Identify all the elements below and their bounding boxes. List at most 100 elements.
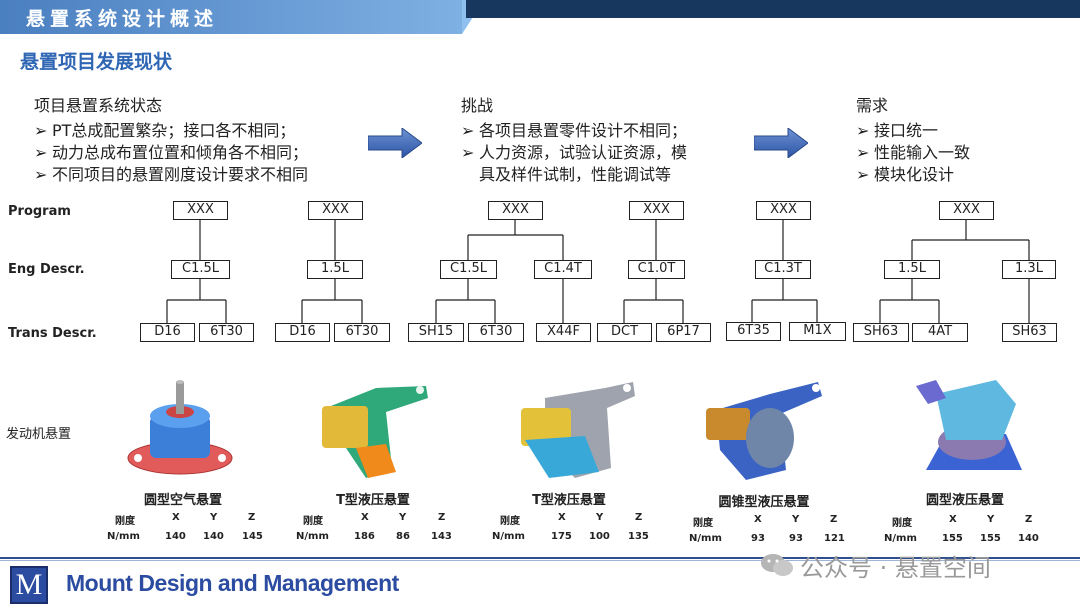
bullet-arrow-icon: ➢	[856, 165, 870, 184]
stiffness-value: 155	[980, 533, 1001, 544]
footer-title: Mount Design and Management	[66, 570, 399, 596]
challenge-bullets: ➢各项目悬置零件设计不相同； ➢人力资源，试验认证资源，模 具及样件试制，性能调…	[461, 120, 687, 186]
watermark-text: 公众号 · 悬置空间	[800, 554, 991, 582]
trans-box: D16	[275, 323, 330, 342]
stiffness-value: 175	[551, 531, 572, 542]
axis-label: X	[558, 512, 566, 523]
axis-label: Z	[635, 512, 643, 523]
unit-label: N/mm	[689, 533, 722, 544]
bullet-arrow-icon: ➢	[461, 143, 475, 162]
bullet-arrow-icon: ➢	[34, 121, 48, 140]
row-label-program: Program	[8, 204, 71, 219]
trans-box: M1X	[789, 322, 846, 341]
axis-label: Y	[792, 514, 800, 525]
trans-box: SH63	[1002, 323, 1057, 342]
trans-box: D16	[140, 323, 195, 342]
header-bar	[0, 0, 462, 34]
mount-name: 圆型空气悬置	[143, 493, 222, 508]
unit-label: N/mm	[884, 533, 917, 544]
axis-label: X	[754, 514, 762, 525]
stiffness-label: 刚度	[892, 518, 912, 529]
section-title: 悬置项目发展现状	[20, 51, 173, 73]
bullet-item: ➢各项目悬置零件设计不相同；	[461, 121, 688, 140]
axis-label: X	[361, 512, 369, 523]
axis-label: Z	[1025, 514, 1033, 525]
engine-box: C1.3T	[755, 260, 811, 279]
stiffness-label: 刚度	[115, 516, 135, 527]
demand-title: 需求	[856, 96, 889, 115]
demand-bullets: ➢接口统一 ➢性能输入一致 ➢模块化设计	[856, 120, 970, 186]
right-arrow-icon	[754, 128, 808, 158]
trans-box: 6T30	[468, 323, 524, 342]
cone-hydraulic-mount-image	[706, 382, 822, 480]
stiffness-label: 刚度	[303, 516, 323, 527]
engine-box: C1.5L	[171, 260, 230, 279]
challenge-title: 挑战	[461, 96, 494, 115]
program-box: XXX	[488, 201, 543, 220]
stiffness-value: 140	[165, 531, 186, 542]
axis-label: Z	[438, 512, 446, 523]
engine-box: C1.0T	[628, 260, 685, 279]
footer-rule-thin	[0, 560, 1080, 561]
axis-label: Y	[596, 512, 604, 523]
right-arrow-icon	[368, 128, 422, 158]
mount-name: 圆型液压悬置	[925, 493, 1004, 508]
row-label-engine: Eng Descr.	[8, 262, 85, 277]
header-dark-bar	[466, 0, 1080, 18]
axis-label: X	[949, 514, 957, 525]
bullet-item: ➢PT总成配置繁杂；接口各不相同；	[34, 121, 296, 140]
trans-box: 6P17	[656, 323, 711, 342]
engine-mount-label: 发动机悬置	[6, 427, 72, 442]
stiffness-label: 刚度	[693, 518, 713, 529]
trans-box: 6T30	[334, 323, 390, 342]
trans-box: 4AT	[912, 323, 968, 342]
stiffness-value: 93	[751, 533, 765, 544]
bullet-arrow-icon: ➢	[856, 143, 870, 162]
footer-rule	[0, 557, 1080, 559]
stiffness-value: 140	[1018, 533, 1039, 544]
program-box: XXX	[173, 201, 228, 220]
bullet-arrow-icon: ➢	[34, 165, 48, 184]
trans-box: SH63	[853, 323, 909, 342]
round-hydraulic-mount-image	[916, 380, 1022, 470]
axis-label: Y	[399, 512, 407, 523]
unit-label: N/mm	[107, 531, 140, 542]
wechat-icon	[761, 554, 793, 576]
bullet-arrow-icon: ➢	[856, 121, 870, 140]
engine-box: C1.5L	[440, 260, 497, 279]
t-hydraulic-mount-2-image	[521, 382, 635, 478]
trans-box: 6T35	[726, 322, 781, 341]
stiffness-value: 121	[824, 533, 845, 544]
engine-box: 1.5L	[884, 260, 940, 279]
mount-name: T型液压悬置	[336, 493, 410, 508]
bullet-item: ➢性能输入一致	[856, 143, 971, 162]
bullet-item: ➢接口统一	[856, 121, 939, 140]
status-title: 项目悬置系统状态	[34, 96, 163, 115]
row-label-trans: Trans Descr.	[8, 326, 97, 341]
mount-name: 圆锥型液压悬置	[718, 495, 810, 510]
bullet-arrow-icon: ➢	[461, 121, 475, 140]
program-box: XXX	[756, 201, 811, 220]
program-box: XXX	[939, 201, 994, 220]
unit-label: N/mm	[296, 531, 329, 542]
bullet-arrow-icon: ➢	[34, 143, 48, 162]
trans-box: 6T30	[199, 323, 254, 342]
unit-label: N/mm	[492, 531, 525, 542]
status-bullets: ➢PT总成配置繁杂；接口各不相同； ➢动力总成布置位置和倾角各不相同； ➢不同项…	[34, 120, 308, 186]
slide-title: 悬置系统设计概述	[26, 8, 219, 30]
engine-box: 1.3L	[1002, 260, 1056, 279]
stiffness-label: 刚度	[500, 516, 520, 527]
mount-name: T型液压悬置	[532, 493, 606, 508]
t-hydraulic-mount-image	[322, 386, 428, 478]
stiffness-value: 93	[789, 533, 803, 544]
engine-box: C1.4T	[534, 260, 592, 279]
axis-label: Y	[210, 512, 218, 523]
round-air-mount-image	[127, 380, 233, 475]
stiffness-value: 155	[942, 533, 963, 544]
program-box: XXX	[629, 201, 684, 220]
stiffness-value: 143	[431, 531, 452, 542]
bullet-item-continued: 具及样件试制，性能调试等	[479, 165, 672, 184]
stiffness-value: 186	[354, 531, 375, 542]
stiffness-value: 86	[396, 531, 410, 542]
